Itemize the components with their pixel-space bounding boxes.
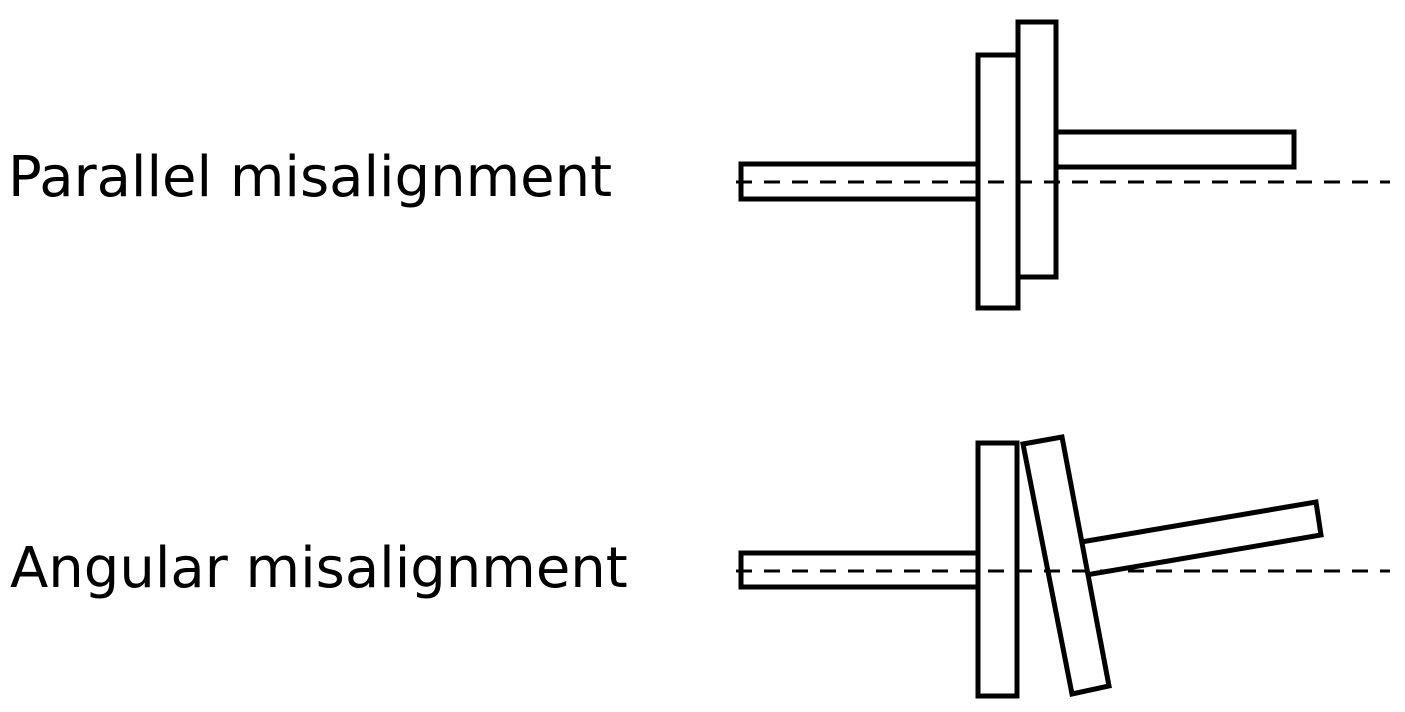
angular-misalignment-label: Angular misalignment	[10, 536, 628, 601]
parallel-misalignment-label: Parallel misalignment	[8, 145, 612, 210]
parallel-misalignment-group: Parallel misalignment	[8, 19, 1390, 311]
parallel-right-shaft	[1053, 129, 1297, 170]
angular-right-flange	[1020, 434, 1112, 697]
angular-right-shaft	[1078, 499, 1324, 578]
angular-misalignment-group: Angular misalignment	[10, 434, 1390, 699]
parallel-right-flange	[1015, 19, 1059, 280]
